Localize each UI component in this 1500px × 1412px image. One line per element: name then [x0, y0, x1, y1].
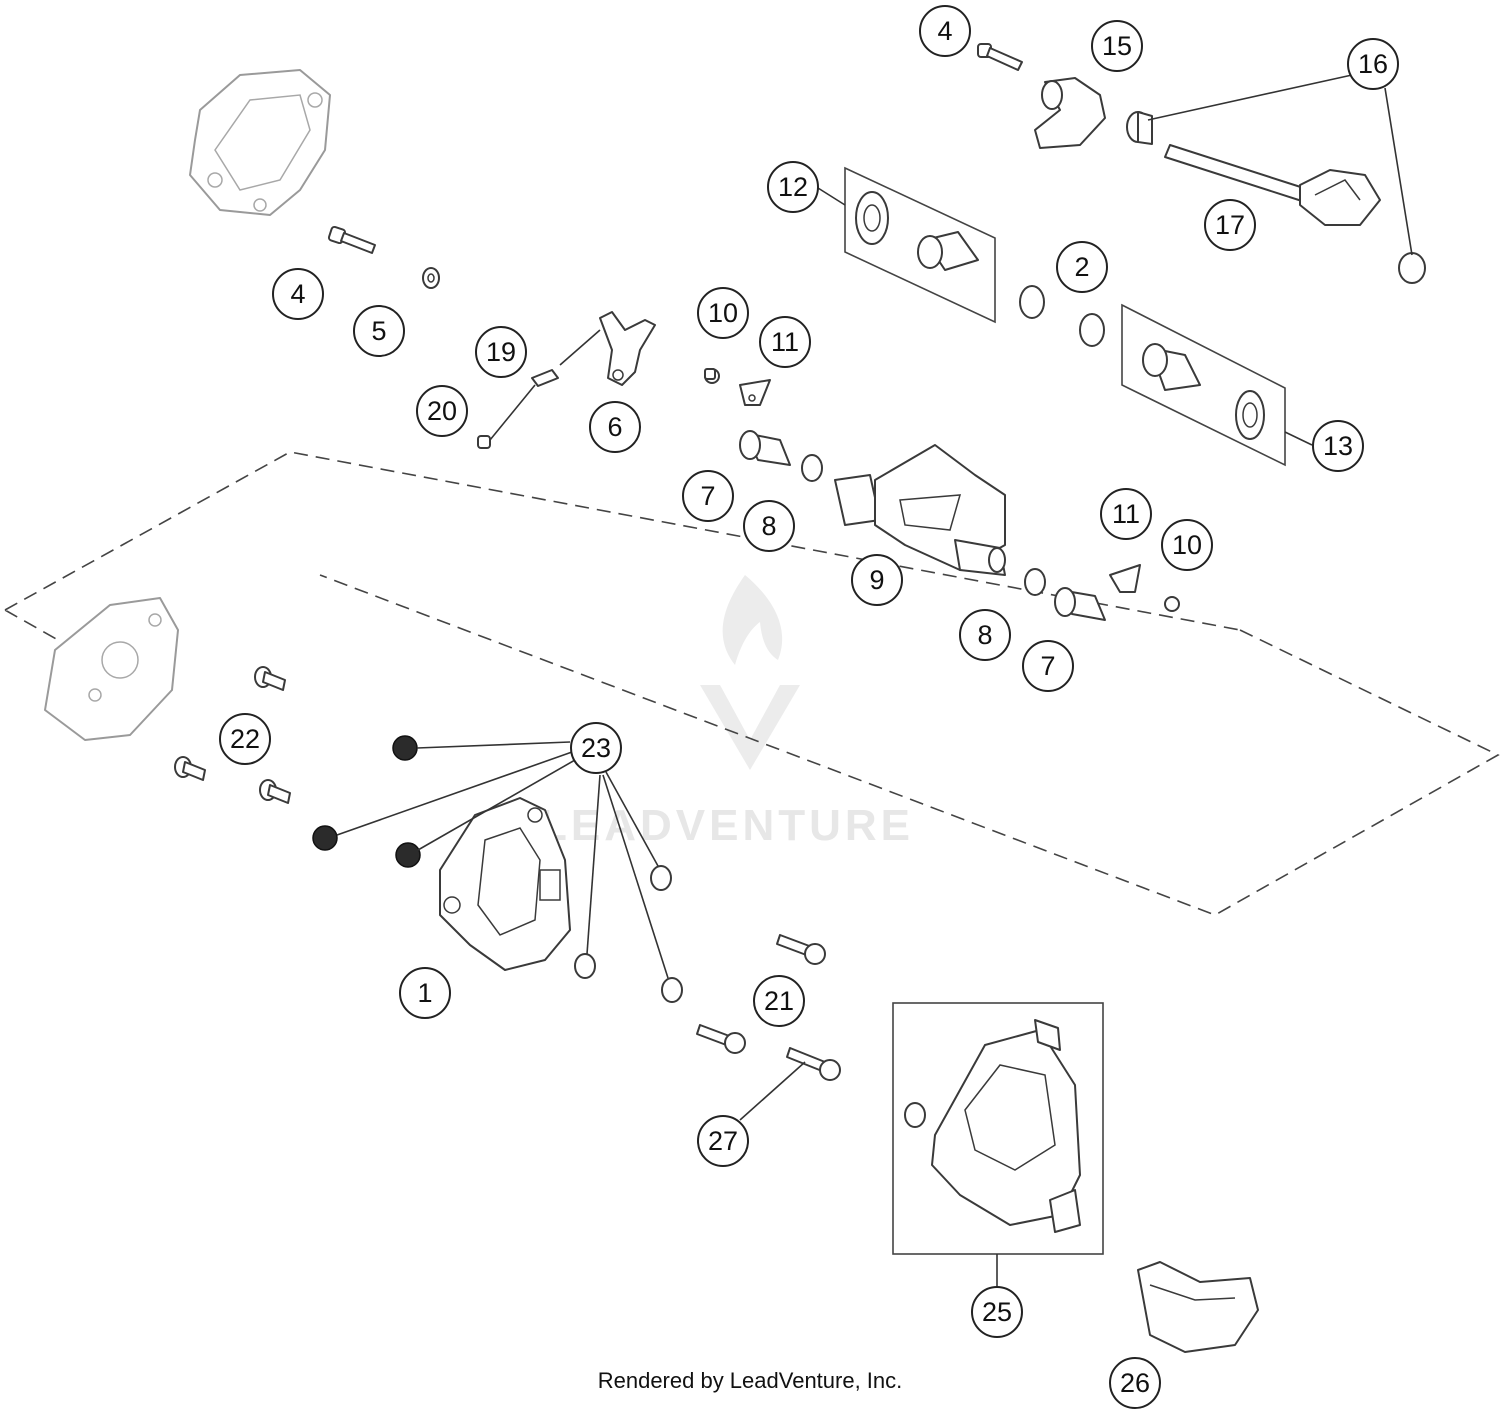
svg-text:9: 9: [869, 565, 884, 595]
svg-text:19: 19: [486, 337, 516, 367]
shift-actuator-part-1: [439, 797, 571, 971]
callout-part-25[interactable]: 25: [971, 1286, 1023, 1338]
assembly-dashed-outline: [4, 451, 1500, 916]
svg-text:26: 26: [1120, 1368, 1150, 1398]
callout-part-6[interactable]: 6: [589, 401, 641, 453]
bolt-part-20: [477, 384, 536, 449]
svg-text:10: 10: [708, 298, 738, 328]
oring-part-8-upper: [801, 454, 823, 482]
svg-text:13: 13: [1323, 431, 1353, 461]
callout-part-21[interactable]: 21: [753, 975, 805, 1027]
kit-box-12: [844, 166, 996, 324]
kit-box-13: [1121, 303, 1286, 467]
svg-text:11: 11: [771, 327, 799, 357]
svg-text:17: 17: [1215, 210, 1245, 240]
svg-text:2: 2: [1074, 252, 1089, 282]
cover-kit-part-25: [904, 1019, 1081, 1233]
bushing-part-7-upper: [739, 430, 791, 466]
bushing-part-7-lower: [1054, 587, 1106, 621]
bolts-part-22: [174, 666, 291, 804]
svg-text:5: 5: [371, 316, 386, 346]
callout-part-10-lower[interactable]: 10: [1161, 519, 1213, 571]
svg-text:11: 11: [1112, 499, 1140, 529]
gear-part-13: [1142, 343, 1265, 440]
svg-text:1: 1: [417, 978, 432, 1008]
callout-part-12[interactable]: 12: [767, 161, 819, 213]
callout-part-10-upper[interactable]: 10: [697, 287, 749, 339]
callout-part-8-lower[interactable]: 8: [959, 609, 1011, 661]
bolt-part-4-top: [977, 43, 1023, 71]
gear-part-12: [855, 191, 979, 271]
kit-box-25: [892, 1002, 1104, 1255]
svg-text:8: 8: [977, 620, 992, 650]
screw-part-10-lower: [1164, 596, 1180, 612]
svg-text:4: 4: [290, 279, 305, 309]
callout-part-17[interactable]: 17: [1204, 199, 1256, 251]
svg-text:6: 6: [607, 412, 622, 442]
svg-text:25: 25: [982, 1297, 1012, 1327]
locking-plate-part-11-upper: [739, 379, 771, 406]
shift-drum-part-9: [834, 444, 1006, 576]
callout-part-7-upper[interactable]: 7: [682, 470, 734, 522]
footer-credit: Rendered by LeadVenture, Inc.: [597, 1368, 903, 1393]
callout-part-11-lower[interactable]: 11: [1100, 488, 1152, 540]
lever-part-15: [1034, 77, 1106, 149]
callout-part-5[interactable]: 5: [353, 305, 405, 357]
callout-part-22[interactable]: 22: [219, 713, 271, 765]
locking-plate-part-11-lower: [1109, 564, 1141, 593]
guard-part-26: [1137, 1261, 1259, 1353]
callout-part-13[interactable]: 13: [1312, 420, 1364, 472]
pin-part-19: [531, 329, 601, 387]
leader-lines: [336, 74, 1413, 1287]
svg-text:16: 16: [1358, 49, 1388, 79]
bolt-part-4-left: [327, 225, 376, 254]
bushing-part-16-upper: [1126, 111, 1153, 145]
callout-part-26[interactable]: 26: [1109, 1357, 1161, 1409]
callout-part-15[interactable]: 15: [1091, 20, 1143, 72]
callout-part-8-upper[interactable]: 8: [743, 500, 795, 552]
callout-part-23[interactable]: 23: [570, 722, 622, 774]
oring-part-8-lower: [1024, 568, 1046, 596]
svg-text:22: 22: [230, 724, 260, 754]
bushing-part-16-lower: [1398, 252, 1426, 284]
shift-shaft-part-17: [1164, 144, 1381, 226]
svg-text:7: 7: [700, 481, 715, 511]
bolt-part-27: [786, 1047, 841, 1081]
screw-part-10-upper: [704, 368, 720, 384]
callout-part-4-left[interactable]: 4: [272, 268, 324, 320]
svg-text:8: 8: [761, 511, 776, 541]
callout-part-19[interactable]: 19: [475, 326, 527, 378]
svg-text:27: 27: [708, 1126, 738, 1156]
svg-text:12: 12: [778, 172, 808, 202]
washer-part-5: [422, 267, 440, 289]
svg-text:10: 10: [1172, 530, 1202, 560]
ghost-actuator-cover: [44, 597, 179, 741]
oring-part-2: [1019, 285, 1105, 347]
svg-text:15: 15: [1102, 31, 1132, 61]
callout-part-11-upper[interactable]: 11: [759, 316, 811, 368]
svg-text:23: 23: [581, 733, 611, 763]
bolts-part-21: [696, 934, 826, 1054]
nuts-part-23: [312, 735, 683, 1003]
svg-text:21: 21: [764, 986, 794, 1016]
callout-part-27[interactable]: 27: [697, 1115, 749, 1167]
callout-part-2[interactable]: 2: [1056, 241, 1108, 293]
shift-lever-part-6: [599, 311, 656, 386]
callout-part-20[interactable]: 20: [416, 385, 468, 437]
callout-part-4-top[interactable]: 4: [919, 5, 971, 57]
svg-text:7: 7: [1040, 651, 1055, 681]
svg-text:20: 20: [427, 396, 457, 426]
callout-part-16[interactable]: 16: [1347, 38, 1399, 90]
callout-part-7-lower[interactable]: 7: [1022, 640, 1074, 692]
callout-part-1[interactable]: 1: [399, 967, 451, 1019]
ghost-crankcase-cover: [189, 69, 331, 216]
svg-text:4: 4: [937, 16, 952, 46]
watermark-text: LEADVENTURE: [540, 801, 914, 850]
callout-part-9[interactable]: 9: [851, 554, 903, 606]
watermark-logo: [700, 575, 800, 770]
